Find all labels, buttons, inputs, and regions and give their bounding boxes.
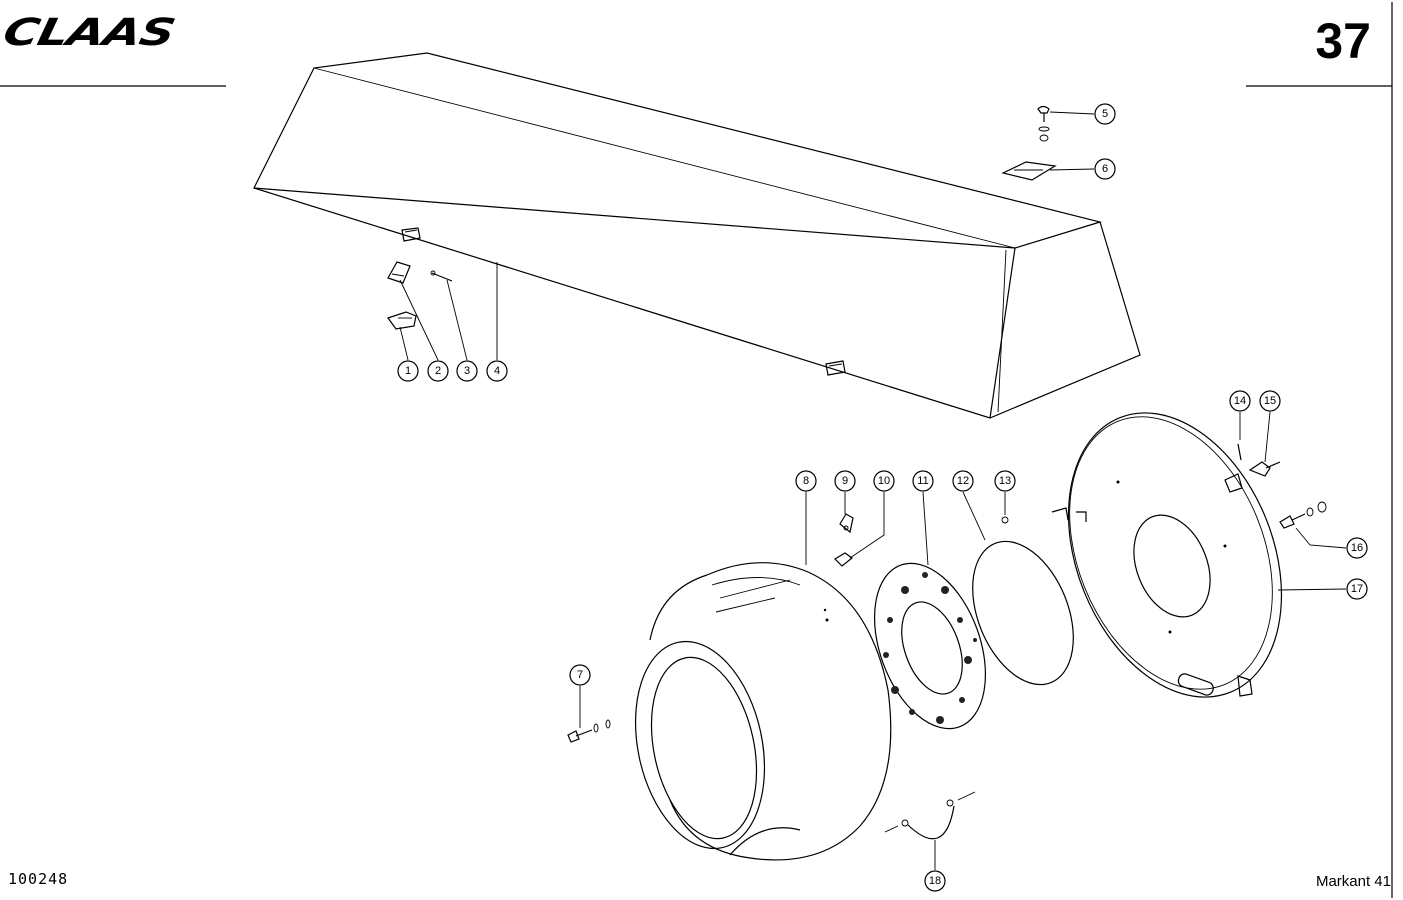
svg-text:4: 4 — [494, 365, 500, 377]
drawing-number: 100248 — [8, 870, 69, 888]
svg-text:16: 16 — [1351, 542, 1363, 554]
filter-pad — [873, 562, 987, 730]
cover-disc — [1051, 412, 1283, 698]
callout-3: 3 — [456, 360, 478, 382]
svg-text:3: 3 — [464, 365, 470, 377]
callout-4: 4 — [486, 360, 508, 382]
svg-text:10: 10 — [878, 475, 890, 487]
page-number: 37 — [1315, 13, 1371, 69]
callout-12: 12 — [952, 470, 974, 492]
hood-clip-front — [401, 227, 421, 242]
clamp-part — [839, 513, 854, 534]
clip-part — [834, 552, 853, 567]
callout-5: 5 — [1094, 103, 1116, 125]
svg-text:17: 17 — [1351, 583, 1363, 595]
callout-17: 17 — [1346, 578, 1368, 600]
svg-text:15: 15 — [1264, 395, 1276, 407]
screw-part — [1037, 105, 1050, 142]
plate-part — [1001, 161, 1057, 181]
spring-clip — [884, 791, 976, 840]
leader-lines — [399, 111, 1347, 870]
pin-part — [1237, 443, 1242, 461]
bolt-nut-part — [1279, 501, 1327, 529]
callout-11: 11 — [912, 470, 934, 492]
hood-clip-rear — [825, 360, 846, 376]
callout-18: 18 — [924, 870, 946, 892]
callout-9: 9 — [834, 470, 856, 492]
svg-text:9: 9 — [842, 475, 848, 487]
svg-text:7: 7 — [577, 669, 583, 681]
split-pin — [430, 270, 453, 282]
latch-part — [387, 261, 411, 284]
callout-14: 14 — [1229, 390, 1251, 412]
wing-bolt — [1248, 461, 1281, 477]
model-name: Markant 41 — [1315, 873, 1391, 890]
svg-text:6: 6 — [1102, 163, 1108, 175]
svg-text:18: 18 — [929, 875, 941, 887]
svg-text:1: 1 — [405, 365, 411, 377]
callout-15: 15 — [1259, 390, 1281, 412]
svg-text:11: 11 — [917, 475, 928, 487]
bolt-with-washers — [567, 719, 611, 743]
callout-1: 1 — [397, 360, 419, 382]
callout-7: 7 — [569, 664, 591, 686]
small-nut — [1001, 516, 1009, 524]
callout-16: 16 — [1346, 537, 1368, 559]
callout-2: 2 — [427, 360, 449, 382]
callout-10: 10 — [873, 470, 895, 492]
svg-text:14: 14 — [1234, 395, 1246, 407]
svg-text:13: 13 — [999, 475, 1011, 487]
gasket-ring — [972, 540, 1074, 686]
fan-housing — [634, 562, 892, 861]
callout-6: 6 — [1094, 158, 1116, 180]
callout-8: 8 — [795, 470, 817, 492]
svg-text:5: 5 — [1102, 108, 1108, 120]
callout-13: 13 — [994, 470, 1016, 492]
svg-text:12: 12 — [957, 475, 969, 487]
mounting-bracket — [387, 311, 417, 330]
hood-cover — [253, 52, 1141, 419]
svg-text:8: 8 — [803, 475, 809, 487]
svg-text:2: 2 — [435, 365, 441, 377]
